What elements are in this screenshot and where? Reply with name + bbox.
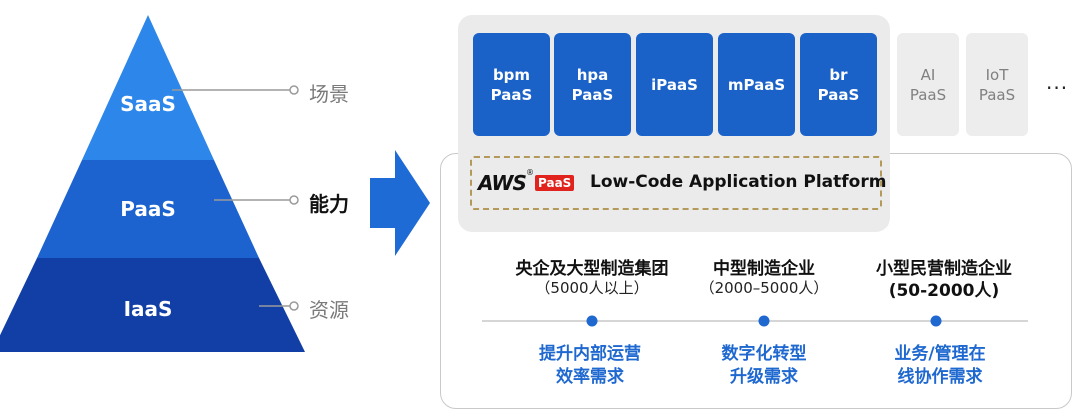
platform-title: Low-Code Application Platform (590, 172, 887, 192)
segment-title-small: 小型民营制造企业 (876, 259, 1012, 279)
side-label-capability: 能力 (309, 192, 349, 216)
module-mpaas: mPaaS (718, 33, 795, 136)
aws-logo: AWS (478, 171, 527, 195)
side-label-resource: 资源 (309, 298, 349, 322)
module-hpa-paas: hpa PaaS (554, 33, 631, 136)
connector-saas-end (289, 85, 299, 95)
aws-registered-mark: ® (526, 168, 534, 177)
segment-subtitle-large: （5000人以上） (535, 279, 649, 297)
layer-label-iaas: IaaS (123, 297, 173, 321)
more-ellipsis: ... (1046, 70, 1069, 94)
pyramid-layer-saas (82, 15, 214, 160)
segment-subtitle-small: (50-2000人) (888, 281, 1000, 301)
timeline-dot-3 (930, 315, 942, 327)
module-br-paas: br PaaS (800, 33, 877, 136)
pyramid-layer-iaas (0, 258, 305, 352)
module-ipaas: iPaaS (636, 33, 713, 136)
platform-box (470, 156, 882, 210)
connector-paas-end (289, 195, 299, 205)
pyramid-layer-paas (37, 160, 259, 258)
timeline-dot-1 (586, 315, 598, 327)
segment-need-large: 提升内部运营 效率需求 (539, 344, 641, 387)
module-iot-paas: IoT PaaS (966, 33, 1028, 136)
connector-iaas-end (289, 301, 299, 311)
layer-label-paas: PaaS (120, 197, 176, 221)
big-right-arrow (370, 150, 430, 256)
segment-title-large: 央企及大型制造集团 (515, 259, 669, 279)
segment-need-medium: 数字化转型 升级需求 (721, 344, 807, 387)
layer-label-saas: SaaS (120, 92, 176, 116)
module-ai-paas: AI PaaS (897, 33, 959, 136)
segment-subtitle-medium: （2000–5000人） (699, 279, 829, 297)
segment-title-medium: 中型制造企业 (713, 259, 815, 279)
module-bpm-paas: bpm PaaS (473, 33, 550, 136)
segment-need-small: 业务/管理在 线协作需求 (894, 344, 986, 387)
paas-badge: PaaS (535, 175, 575, 191)
side-label-scenario: 场景 (309, 82, 349, 106)
timeline-dot-2 (758, 315, 770, 327)
